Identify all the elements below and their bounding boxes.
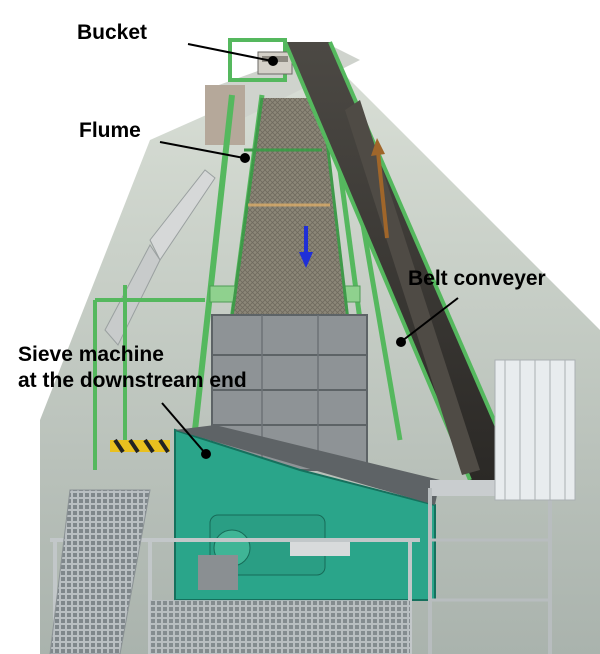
callout-sieve-machine (161, 402, 211, 459)
sieve-machine-label: Sieve machine at the downstream end (18, 342, 247, 394)
sieve-machine-label-line1: Sieve machine (18, 343, 164, 366)
callout-flume (159, 141, 250, 163)
flume-label: Flume (79, 119, 141, 142)
railings (49, 359, 576, 654)
callout-belt-conveyer (396, 297, 459, 347)
sieve-machine-label-line2: at the downstream end (18, 369, 247, 392)
hazard-stripe (110, 438, 170, 454)
flow-direction-arrow (299, 226, 313, 268)
drain-pipe (104, 169, 216, 346)
bucket-label: Bucket (77, 21, 148, 44)
sieve-machine (174, 425, 440, 601)
conveyor-direction-arrow (371, 138, 389, 239)
callout-bucket (187, 43, 278, 66)
belt-conveyer-label: Belt conveyer (408, 267, 546, 290)
belt-conveyor (283, 41, 522, 481)
